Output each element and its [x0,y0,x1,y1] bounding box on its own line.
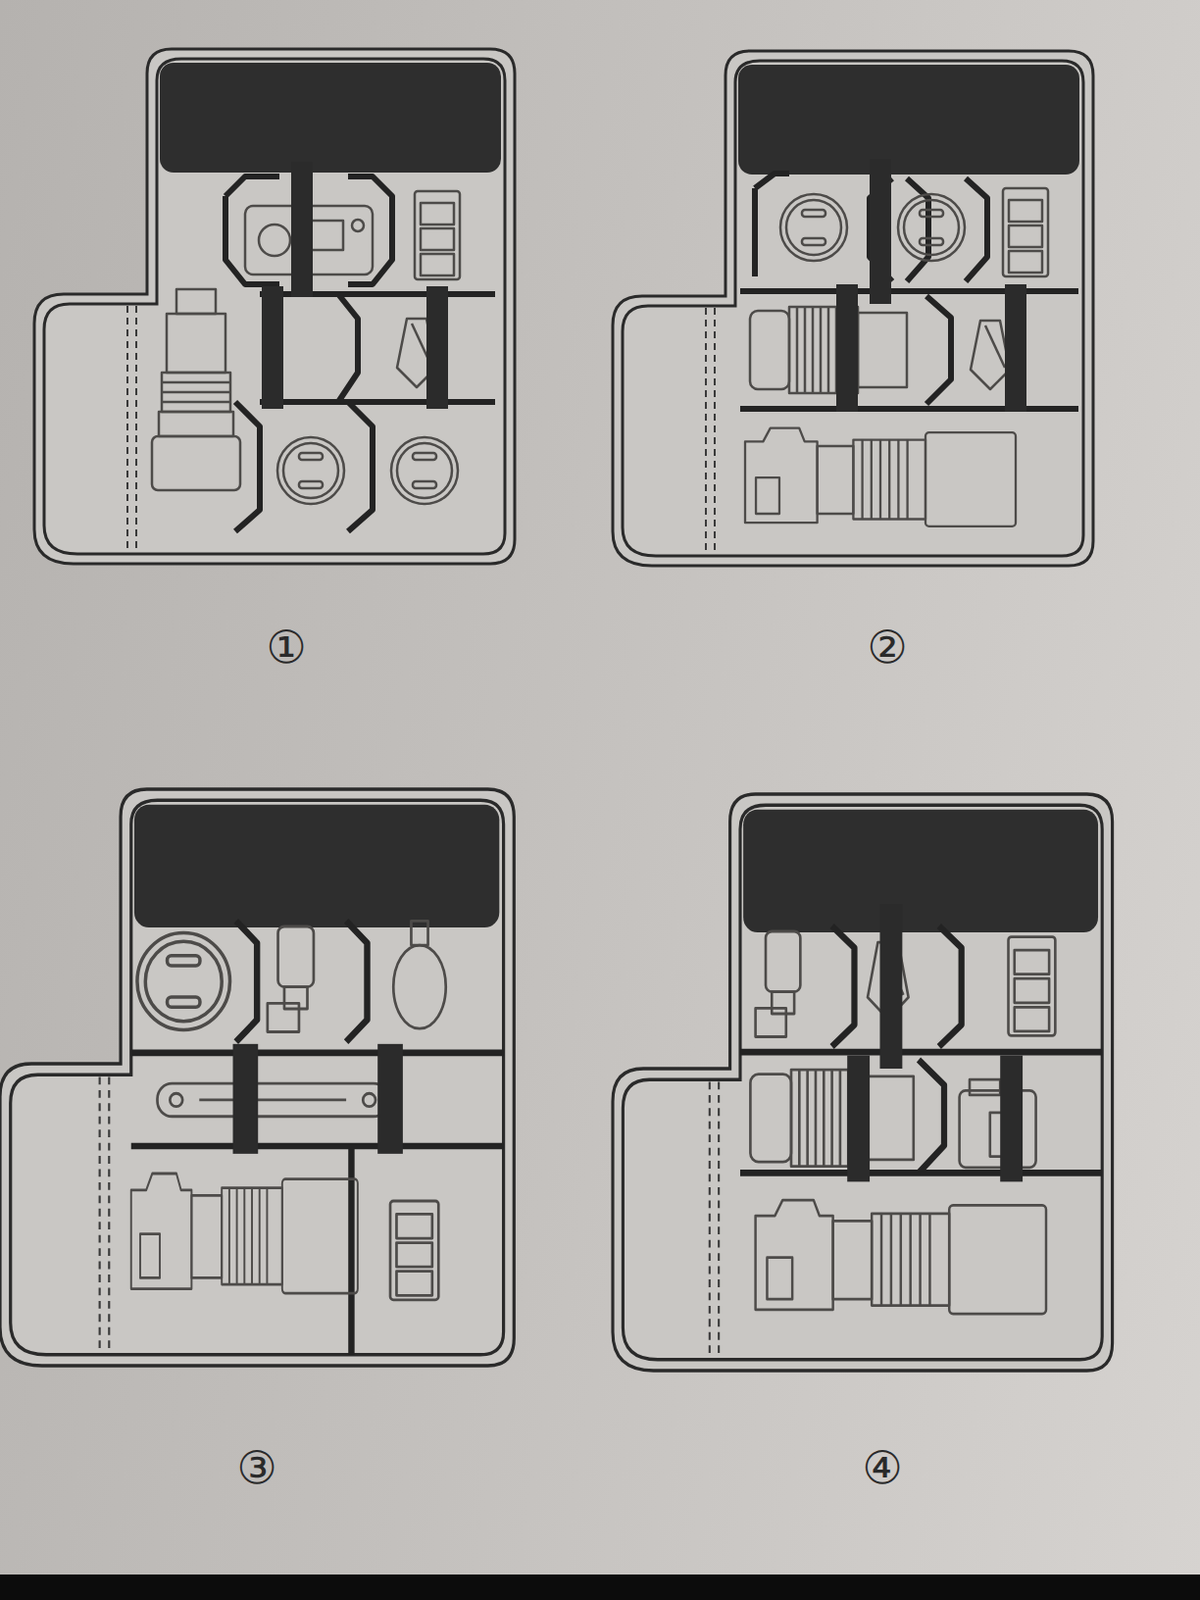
panel-number: ① [265,624,306,670]
panel-number: ② [866,624,907,670]
panel-number: ③ [236,1445,277,1491]
panel-number: ④ [861,1445,902,1491]
